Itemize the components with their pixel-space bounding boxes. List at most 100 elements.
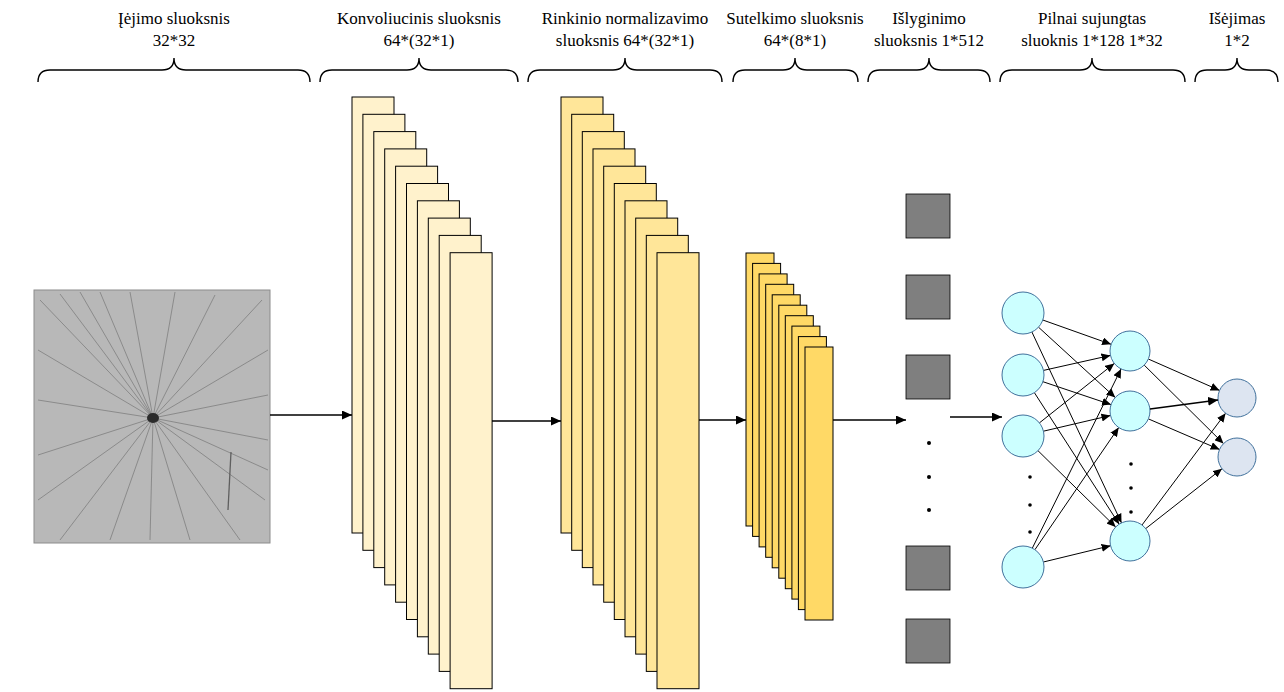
image-streak [100, 292, 153, 418]
flatten-units [906, 194, 950, 663]
image-streak [153, 418, 265, 500]
network-link [1035, 428, 1119, 550]
network-link [1146, 469, 1222, 529]
image-streak [38, 418, 153, 455]
layer-arrow [492, 420, 561, 421]
neuron [1110, 331, 1150, 371]
image-streak [153, 418, 268, 470]
layer-heading: Konvoliucinis sluoksnis 64*(32*1) [332, 8, 507, 52]
network-link [1039, 363, 1114, 423]
bn-stack [561, 97, 699, 689]
flatten-unit [906, 546, 950, 590]
neuron [1002, 546, 1044, 588]
layer-arrow [833, 419, 906, 420]
layer-node: Rinkinio normalizavimo sluoksnis 64*(32*… [561, 97, 699, 689]
layer-heading: Rinkinio normalizavimo sluoksnis 64*(32*… [538, 8, 713, 52]
image-streak [153, 350, 268, 418]
neuron [1002, 354, 1044, 396]
neuron [1110, 521, 1150, 561]
image-streak [153, 292, 175, 418]
image-streak [38, 350, 153, 418]
feature-map [450, 253, 492, 689]
image-streak [38, 400, 153, 418]
layer-heading: Išėjimas 1*2 [1202, 8, 1272, 52]
brace [1000, 58, 1185, 82]
layer-arrow [950, 416, 1002, 417]
brace [38, 58, 310, 82]
image-streak [60, 294, 153, 418]
layer-node: Išlyginimo sluoksnis 1*512 [906, 194, 950, 663]
image-scratch [228, 452, 231, 510]
layer-node: Konvoliucinis sluoksnis 64*(32*1) [352, 97, 492, 689]
image-streak [40, 300, 153, 418]
output-neuron [1218, 379, 1256, 417]
image-streak [60, 418, 153, 540]
ellipsis-dot [927, 475, 931, 479]
image-streak [153, 418, 190, 540]
ellipsis-dot [1129, 486, 1133, 490]
network-link [1044, 355, 1111, 370]
brace [528, 58, 722, 82]
layer-arrow [699, 419, 746, 420]
network-link [1043, 416, 1110, 432]
ellipsis-dot [927, 508, 931, 512]
brace [868, 58, 990, 82]
output-neurons [1218, 379, 1256, 476]
ellipsis-dot [1028, 503, 1032, 507]
input-image [34, 290, 270, 543]
image-streak [153, 418, 240, 540]
ellipsis-dot [1129, 510, 1133, 514]
layer-node: Įėjimo sluoksnis 32*32 [34, 290, 270, 543]
layer-heading: Įėjimo sluoksnis 32*32 [114, 8, 234, 52]
connectors [270, 400, 1218, 421]
layer-node: Pilnai sujungtas sluoknis 1*128 1*32 [1002, 292, 1150, 588]
ellipsis-dot [1129, 462, 1133, 466]
layer-arrow [1150, 400, 1218, 409]
network-link [1148, 419, 1219, 450]
image-streaks [38, 292, 268, 540]
network-link [1032, 369, 1121, 548]
flatten-unit [906, 275, 950, 319]
pool-stack [746, 253, 833, 620]
output-neuron [1218, 438, 1256, 476]
network-link [1142, 413, 1226, 525]
flatten-unit [906, 355, 950, 399]
layer-arrow [270, 414, 352, 415]
layer-node: Išėjimas 1*2 [1218, 379, 1256, 476]
feature-map [657, 253, 699, 689]
layer-heading: Sutelkimo sluoksnis 64*(8*1) [723, 8, 868, 52]
ellipsis-dot [1028, 530, 1032, 534]
neuron [1110, 391, 1150, 431]
neuron [1002, 415, 1044, 457]
network-link [1032, 332, 1122, 523]
flatten-unit [906, 194, 950, 238]
braces [38, 58, 1278, 82]
flatten-unit [906, 619, 950, 663]
network-link [1039, 327, 1116, 397]
layer-node: Sutelkimo sluoksnis 64*(8*1) [746, 253, 833, 620]
image-streak [150, 418, 153, 540]
brace [320, 58, 518, 82]
image-center [147, 413, 159, 423]
feature-map [805, 347, 833, 620]
network-link [1043, 546, 1110, 562]
brace [1195, 58, 1278, 82]
layer-heading: Išlyginimo sluoksnis 1*512 [869, 8, 989, 52]
image-streak [153, 300, 262, 418]
brace [733, 58, 858, 82]
network-link [1148, 359, 1219, 390]
image-streak [110, 418, 153, 540]
conv-stack [352, 97, 492, 689]
image-streak [153, 418, 268, 440]
ellipsis-dot [1028, 475, 1032, 479]
layer-heading: Pilnai sujungtas sluoknis 1*128 1*32 [1017, 8, 1167, 52]
dense-neurons [1002, 292, 1150, 588]
image-streak [80, 292, 153, 418]
image-streak [38, 418, 153, 500]
network-links [1032, 320, 1226, 562]
ellipsis-dot [927, 441, 931, 445]
image-streak [130, 292, 153, 418]
